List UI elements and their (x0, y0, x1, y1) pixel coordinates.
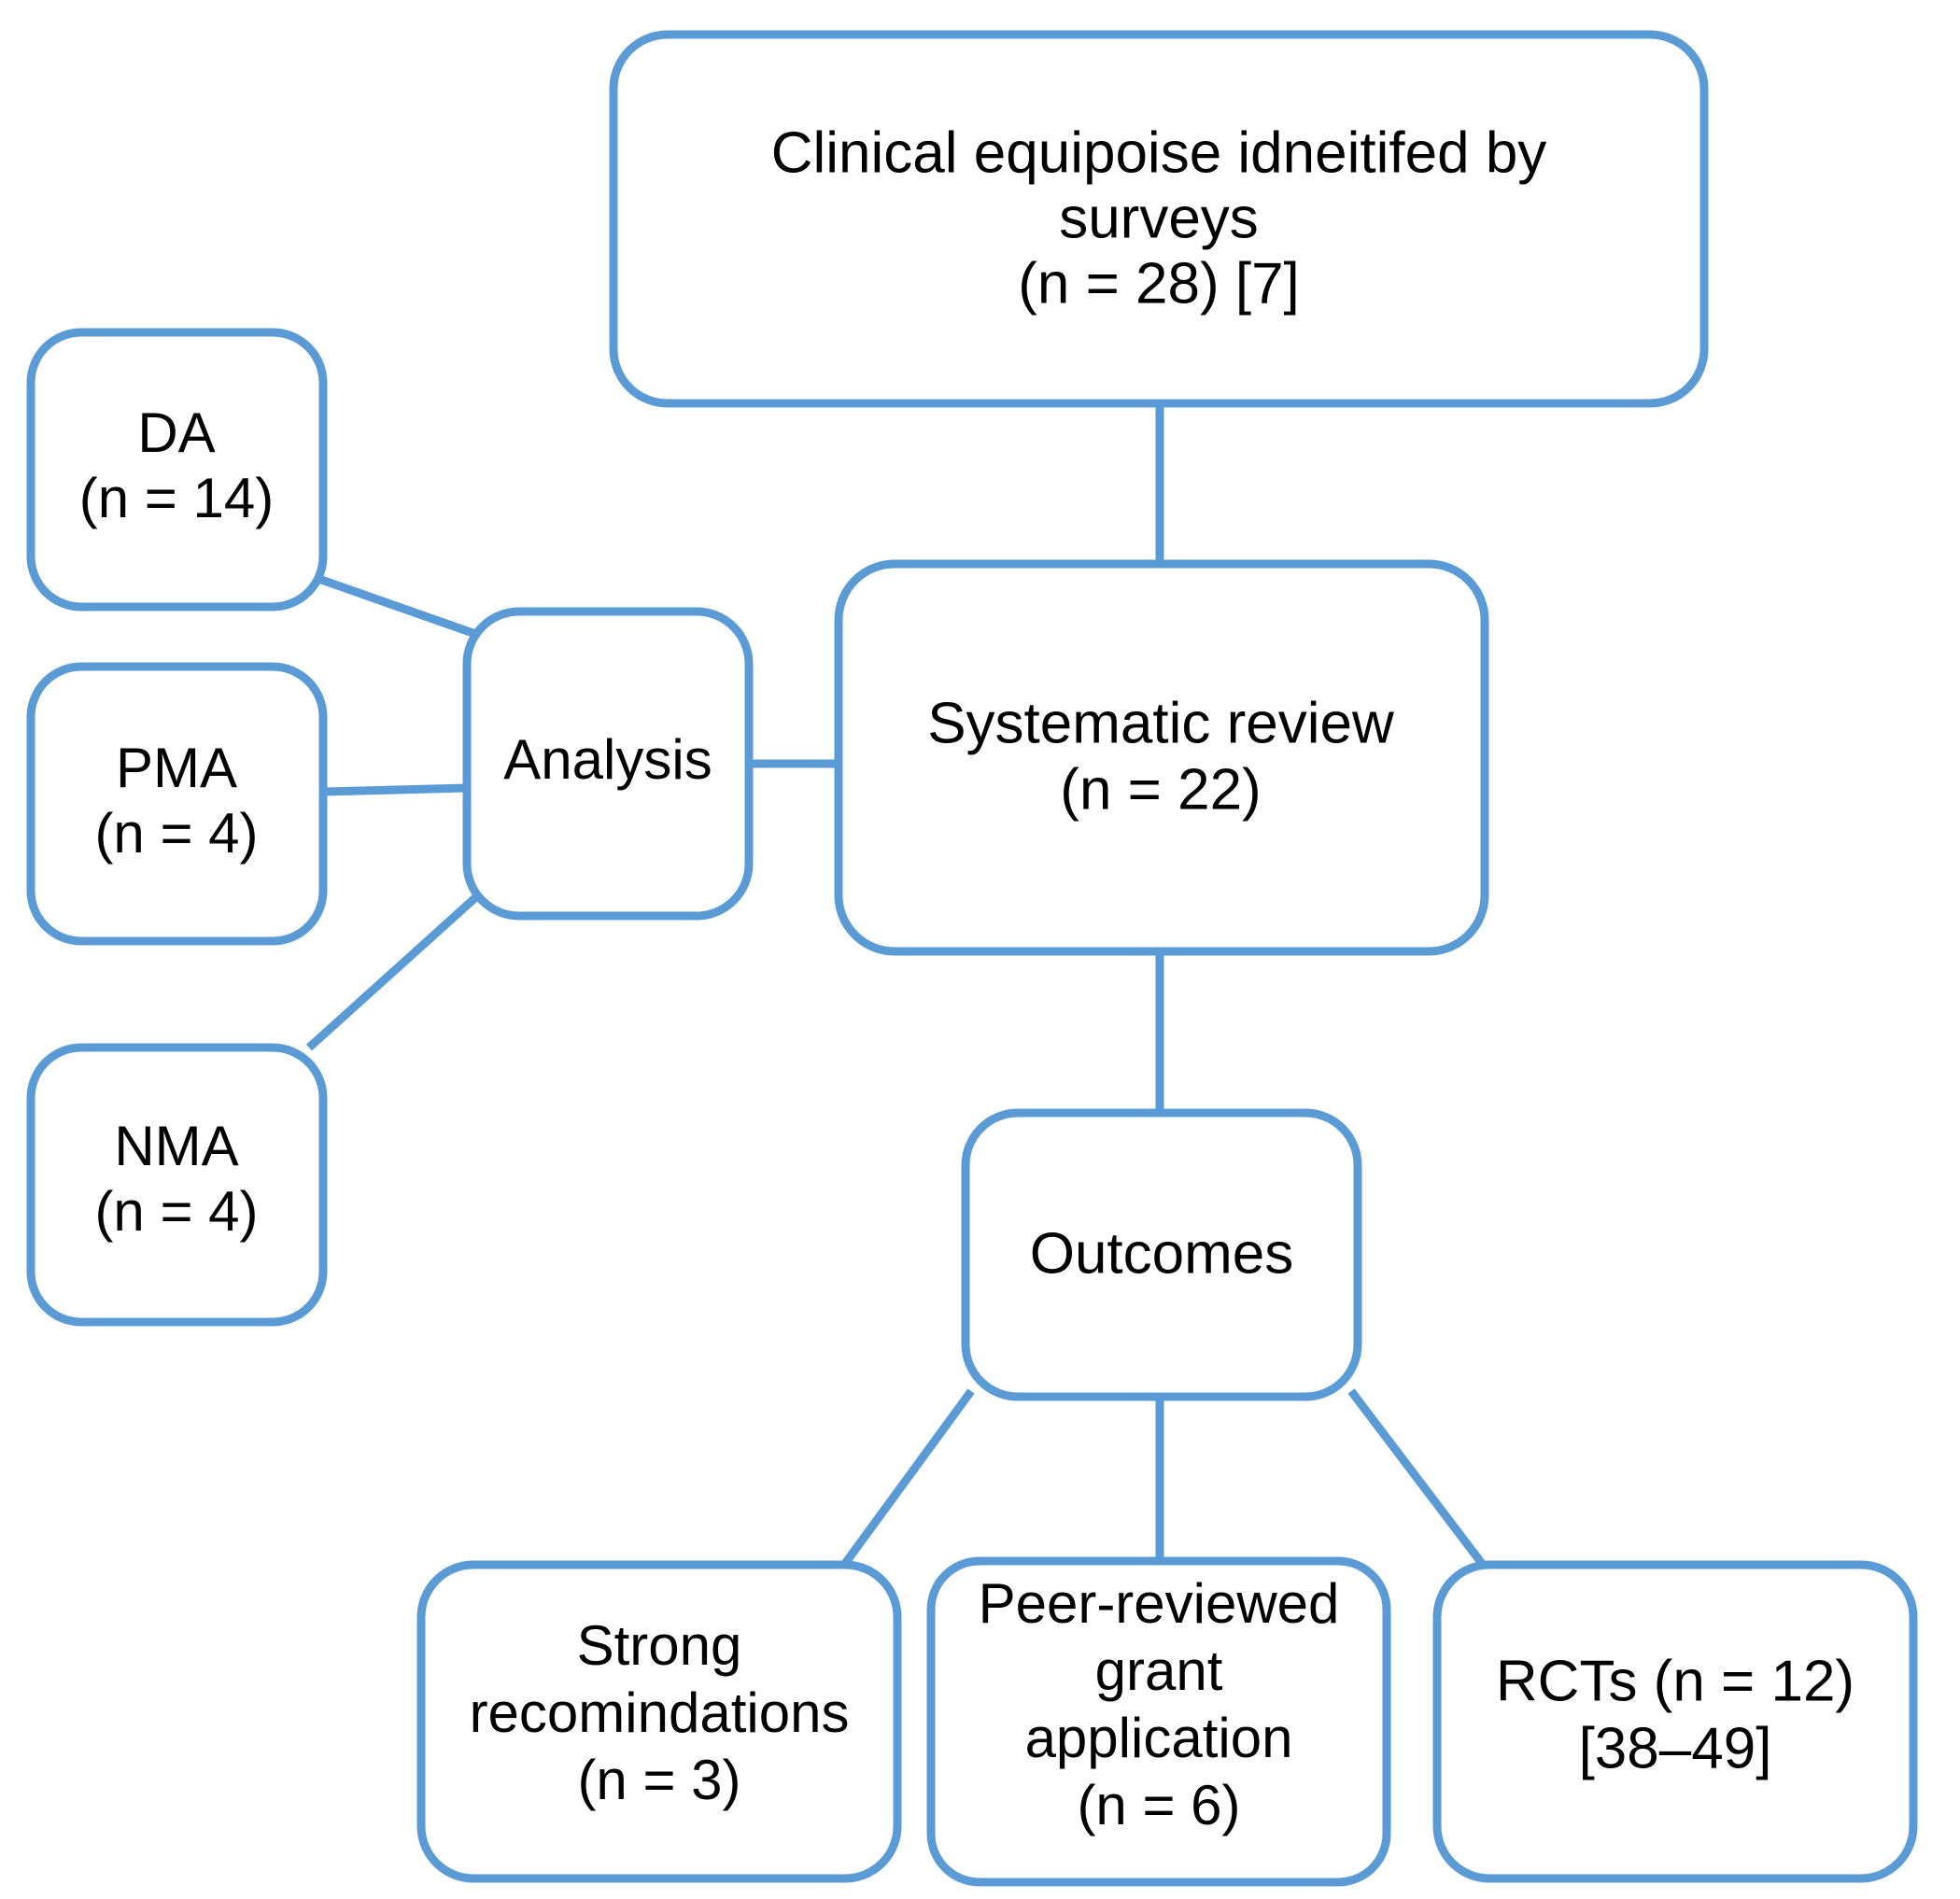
node-analysis[interactable]: Analysis (462, 607, 754, 921)
edge-da-to-analysis (306, 570, 480, 640)
edge-outcomes-to-rcts (1347, 1388, 1487, 1568)
grant-application-line-2: grant (1095, 1639, 1223, 1702)
node-grant-application[interactable]: Peer-reviewed grant application (n = 6) (926, 1556, 1391, 1887)
rcts-line-2: [38–49] (1579, 1716, 1772, 1780)
systematic-review-box[interactable] (834, 559, 1489, 956)
node-rcts[interactable]: RCTs (n = 12) [38–49] (1432, 1560, 1918, 1883)
edge-layer (305, 403, 1487, 1568)
strong-recommendations-line-2: recomindations (470, 1681, 850, 1744)
equipoise-line-1: Clinical equipoise idneitifed by (771, 120, 1547, 185)
node-nma[interactable]: NMA (n = 4) (26, 1043, 328, 1327)
outcomes-label: Outcomes (1030, 1221, 1294, 1286)
pma-box[interactable] (26, 662, 328, 946)
strong-recommendations-line-3: (n = 3) (577, 1749, 740, 1811)
edge-nma-to-analysis (305, 891, 483, 1051)
edge-pma-to-analysis (324, 783, 468, 796)
pma-line-2: (n = 4) (94, 802, 258, 865)
strong-recommendations-box[interactable] (416, 1560, 902, 1883)
node-pma[interactable]: PMA (n = 4) (26, 662, 328, 946)
systematic-review-line-1: Systematic review (927, 691, 1394, 755)
pma-line-1: PMA (116, 737, 237, 799)
analysis-label: Analysis (503, 728, 712, 791)
da-line-2: (n = 14) (79, 467, 274, 529)
node-systematic-review[interactable]: Systematic review (n = 22) (834, 559, 1489, 956)
analysis-box[interactable] (462, 607, 754, 921)
systematic-review-line-2: (n = 22) (1060, 757, 1261, 822)
node-strong-recommendations[interactable]: Strong recomindations (n = 3) (416, 1560, 902, 1883)
da-line-1: DA (137, 401, 215, 464)
equipoise-box[interactable] (609, 30, 1709, 408)
rcts-box[interactable] (1432, 1560, 1918, 1883)
outcomes-box[interactable] (961, 1108, 1362, 1401)
node-equipoise[interactable]: Clinical equipoise idneitifed by surveys… (609, 30, 1709, 408)
grant-application-line-3: application (1025, 1707, 1293, 1769)
grant-application-line-1: Peer-reviewed (979, 1572, 1340, 1635)
grant-application-line-4: (n = 6) (1077, 1774, 1240, 1836)
node-da[interactable]: DA (n = 14) (26, 328, 328, 612)
strong-recommendations-line-1: Strong (577, 1614, 742, 1677)
node-outcomes[interactable]: Outcomes (961, 1108, 1362, 1401)
edge-outcomes-to-strong-recommendations (840, 1388, 975, 1568)
nma-box[interactable] (26, 1043, 328, 1327)
nma-line-1: NMA (114, 1115, 238, 1177)
nma-line-2: (n = 4) (94, 1180, 258, 1243)
rcts-line-1: RCTs (n = 12) (1496, 1649, 1854, 1713)
equipoise-line-2: surveys (1059, 186, 1259, 250)
da-box[interactable] (26, 328, 328, 612)
grant-application-box[interactable] (926, 1556, 1391, 1887)
equipoise-line-3: (n = 28) [7] (1018, 251, 1300, 316)
